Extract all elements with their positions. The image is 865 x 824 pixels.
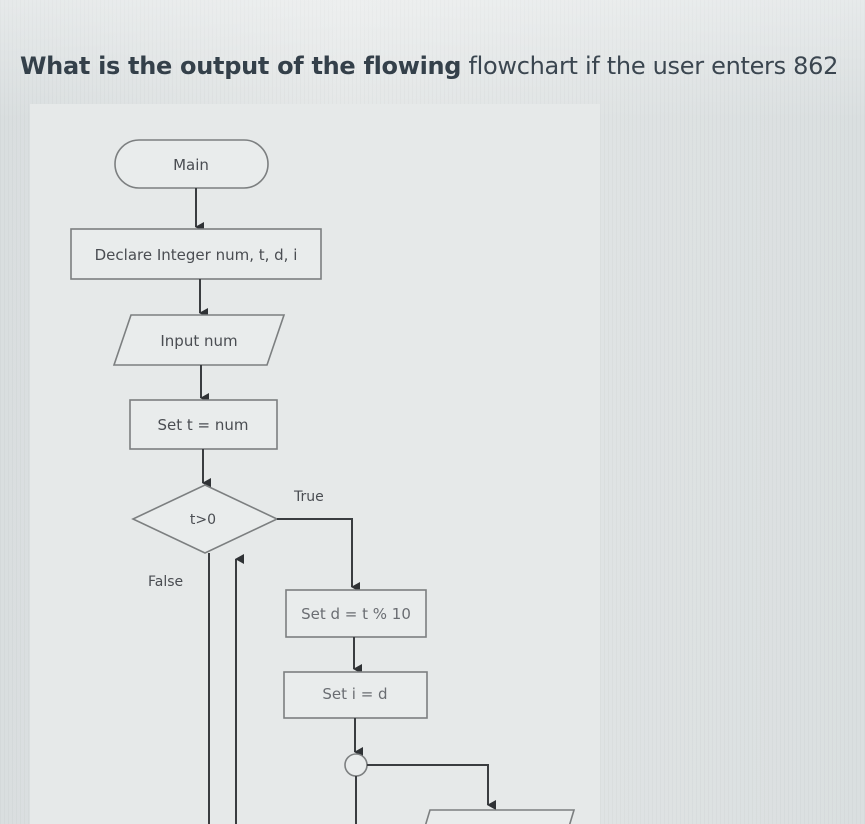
input-num-label: Input num bbox=[160, 332, 237, 350]
process-declare bbox=[70, 228, 322, 280]
decision-t-gt-0 bbox=[131, 484, 279, 554]
arrow-true bbox=[277, 518, 360, 592]
false-label: False bbox=[148, 574, 183, 590]
question-text: What is the output of the flowing flowch… bbox=[20, 52, 850, 80]
process-set-t bbox=[129, 399, 278, 450]
question-rest: flowchart if the user enters 862 bbox=[461, 52, 839, 80]
process-set-t-label: Set t = num bbox=[157, 416, 248, 434]
process-declare-label: Declare Integer num, t, d, i bbox=[95, 246, 298, 264]
process-set-i-label: Set i = d bbox=[322, 685, 387, 703]
true-label: True bbox=[293, 489, 324, 505]
input-num bbox=[112, 314, 286, 366]
process-set-d bbox=[285, 589, 427, 638]
question-bold: What is the output of the flowing bbox=[20, 52, 462, 80]
process-set-d-label: Set d = t % 10 bbox=[301, 605, 411, 623]
arrow-connector-right bbox=[367, 764, 496, 810]
connector-circle bbox=[344, 753, 368, 777]
terminal-main-label: Main bbox=[173, 156, 209, 174]
decision-label: t>0 bbox=[190, 512, 216, 528]
partial-next-shape bbox=[424, 809, 576, 824]
terminal-main bbox=[114, 139, 269, 189]
